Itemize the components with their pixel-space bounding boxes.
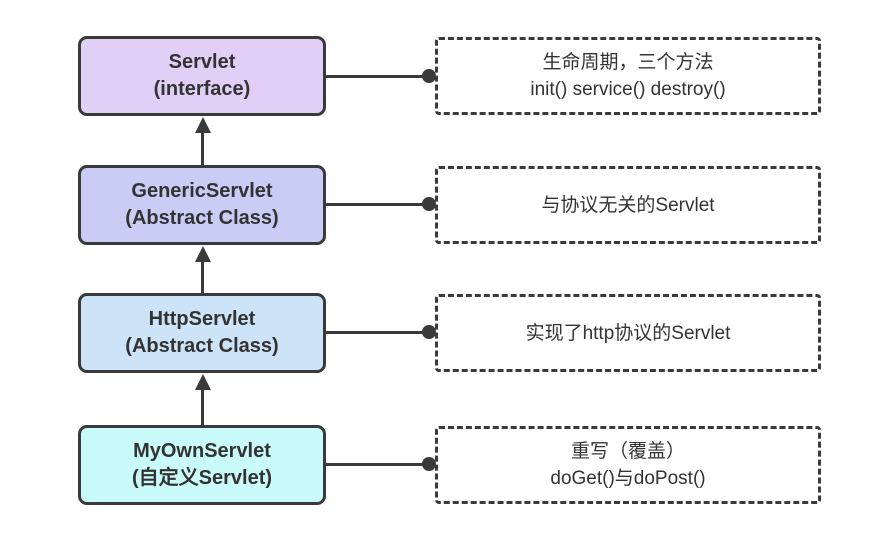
note-box-override-methods: 重写（覆盖） doGet()与doPost() bbox=[435, 426, 821, 504]
inheritance-arrow-generic-to-servlet bbox=[194, 117, 211, 165]
inheritance-arrow-myown-to-http bbox=[194, 374, 211, 425]
note-connector-line bbox=[326, 75, 430, 78]
note-box-lifecycle: 生命周期，三个方法 init() service() destroy() bbox=[435, 37, 821, 115]
connector-dot-icon bbox=[422, 325, 436, 339]
class-box-genericservlet: GenericServlet (Abstract Class) bbox=[78, 165, 326, 245]
arrow-shaft bbox=[201, 133, 204, 165]
class-box-httpservlet: HttpServlet (Abstract Class) bbox=[78, 293, 326, 373]
note-line: doGet()与doPost() bbox=[550, 468, 706, 489]
class-name: MyOwnServlet bbox=[133, 440, 271, 462]
arrow-head-icon bbox=[194, 117, 211, 133]
note-box-http-protocol: 实现了http协议的Servlet bbox=[435, 294, 821, 372]
class-box-servlet: Servlet (interface) bbox=[78, 36, 326, 116]
connector-dot-icon bbox=[422, 457, 436, 471]
note-line: 与协议无关的Servlet bbox=[541, 194, 715, 216]
class-name: GenericServlet bbox=[131, 180, 273, 202]
arrow-shaft bbox=[201, 262, 204, 293]
note-line: 生命周期，三个方法 bbox=[542, 52, 714, 73]
note-line: init() service() destroy() bbox=[530, 79, 726, 100]
arrow-head-icon bbox=[194, 246, 211, 262]
note-line: 实现了http协议的Servlet bbox=[525, 322, 731, 344]
note-box-protocol-independent: 与协议无关的Servlet bbox=[435, 166, 821, 244]
class-subtitle: (Abstract Class) bbox=[125, 207, 279, 229]
class-name: HttpServlet bbox=[148, 308, 256, 330]
note-connector-line bbox=[326, 463, 430, 466]
class-box-myownservlet: MyOwnServlet (自定义Servlet) bbox=[78, 425, 326, 505]
class-subtitle: (自定义Servlet) bbox=[131, 467, 273, 489]
note-connector-line bbox=[326, 203, 430, 206]
inheritance-arrow-http-to-generic bbox=[194, 246, 211, 293]
note-line: 重写（覆盖） bbox=[570, 441, 685, 462]
arrow-head-icon bbox=[194, 374, 211, 390]
class-subtitle: (interface) bbox=[153, 78, 251, 100]
connector-dot-icon bbox=[422, 69, 436, 83]
arrow-shaft bbox=[201, 390, 204, 425]
connector-dot-icon bbox=[422, 197, 436, 211]
class-name: Servlet bbox=[168, 51, 236, 73]
class-subtitle: (Abstract Class) bbox=[125, 335, 279, 357]
note-connector-line bbox=[326, 331, 430, 334]
